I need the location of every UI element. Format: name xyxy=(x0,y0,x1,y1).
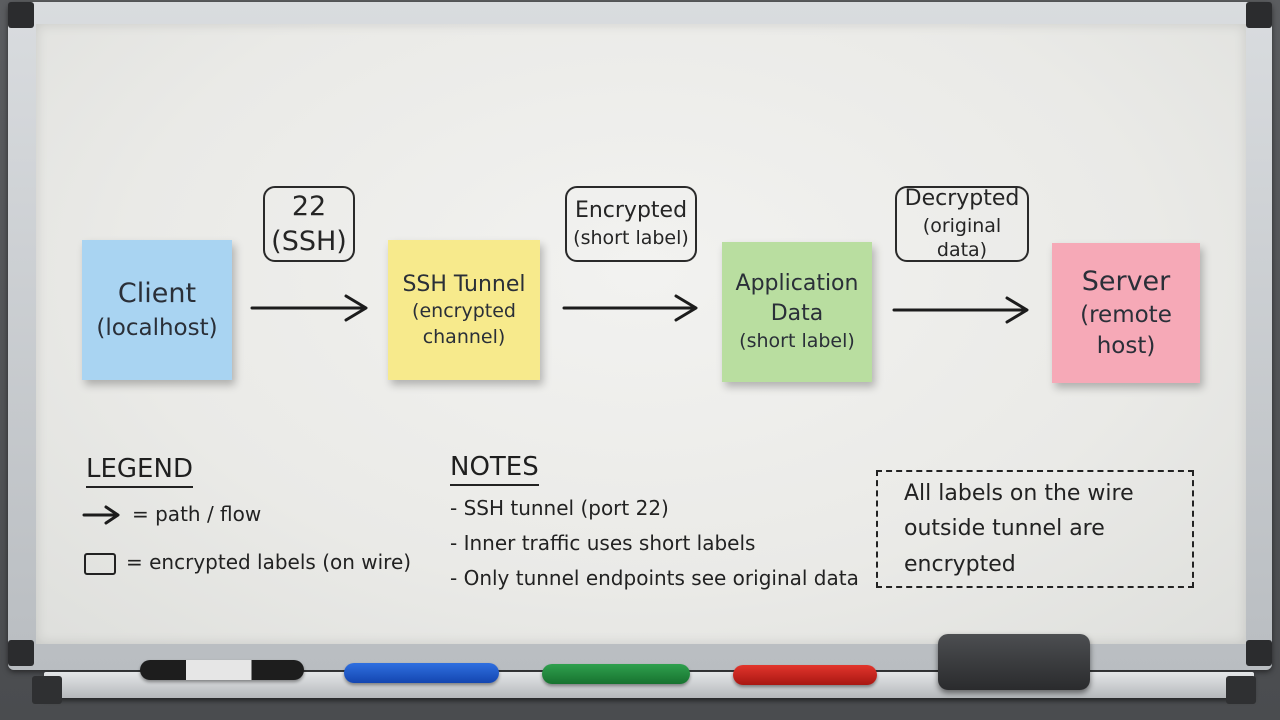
notes-heading-text: NOTES xyxy=(450,452,539,482)
node-subtitle: (encrypted channel) xyxy=(412,300,516,348)
tray-end-cap xyxy=(32,676,62,704)
box-icon xyxy=(84,552,116,575)
edge-label-decrypted: Decrypted (original data) xyxy=(895,186,1029,262)
arrowhead-tunnel-app xyxy=(674,294,698,322)
node-application-data: Application Data (short label) xyxy=(722,242,872,382)
node-title: Server xyxy=(1081,265,1171,297)
legend-item-text: = encrypted labels (on wire) xyxy=(126,550,412,574)
edge-label-line1: 22 xyxy=(291,190,327,222)
legend-item-encrypted: = encrypted labels (on wire) xyxy=(84,550,411,575)
whiteboard-surface xyxy=(36,24,1246,644)
node-title: Client xyxy=(117,278,197,310)
notes-heading-underline xyxy=(450,484,539,486)
notes-item: - Inner traffic uses short labels xyxy=(450,531,756,555)
node-subtitle: (short label) xyxy=(739,329,855,352)
blue-marker xyxy=(344,663,499,683)
node-subtitle: (localhost) xyxy=(96,314,218,341)
legend-heading: LEGEND xyxy=(86,454,193,488)
legend-arrowhead xyxy=(104,505,120,525)
frame-corner xyxy=(1246,2,1272,28)
edge-label-line2: (short label) xyxy=(573,226,689,249)
node-title: SSH Tunnel xyxy=(402,271,526,297)
edge-label-line1: Decrypted xyxy=(904,186,1020,212)
callout-line2: outside tunnel are encrypted xyxy=(904,516,1105,577)
callout-line1: All labels on the wire xyxy=(904,481,1134,507)
red-marker xyxy=(733,665,877,685)
legend-item-text: = path / flow xyxy=(132,502,262,526)
node-subtitle: (remote host) xyxy=(1080,302,1172,360)
callout-box: All labels on the wire outside tunnel ar… xyxy=(876,470,1194,588)
arrowhead-app-server xyxy=(1005,296,1029,324)
node-client: Client (localhost) xyxy=(82,240,232,380)
legend-item-flow: = path / flow xyxy=(132,502,261,526)
edge-label-ssh: 22 (SSH) xyxy=(263,186,355,262)
edge-label-line2: (original data) xyxy=(922,214,1002,262)
notes-item: - Only tunnel endpoints see original dat… xyxy=(450,566,859,590)
edge-label-line2: (SSH) xyxy=(271,226,347,257)
edge-label-encrypted: Encrypted (short label) xyxy=(565,186,697,262)
notes-item: - SSH tunnel (port 22) xyxy=(450,496,669,520)
eraser xyxy=(938,634,1090,690)
legend-heading-text: LEGEND xyxy=(86,454,193,484)
frame-corner xyxy=(8,2,34,28)
frame-corner xyxy=(8,640,34,666)
legend-heading-underline xyxy=(86,486,193,488)
black-marker xyxy=(140,660,304,680)
node-title: Application Data xyxy=(735,271,859,327)
frame-corner xyxy=(1246,640,1272,666)
node-ssh-tunnel: SSH Tunnel (encrypted channel) xyxy=(388,240,540,380)
edge-label-line1: Encrypted xyxy=(574,198,688,224)
node-server: Server (remote host) xyxy=(1052,243,1200,383)
arrowhead-client-tunnel xyxy=(344,294,368,322)
notes-heading: NOTES xyxy=(450,452,539,486)
green-marker xyxy=(542,664,690,684)
tray-end-cap xyxy=(1226,676,1256,704)
